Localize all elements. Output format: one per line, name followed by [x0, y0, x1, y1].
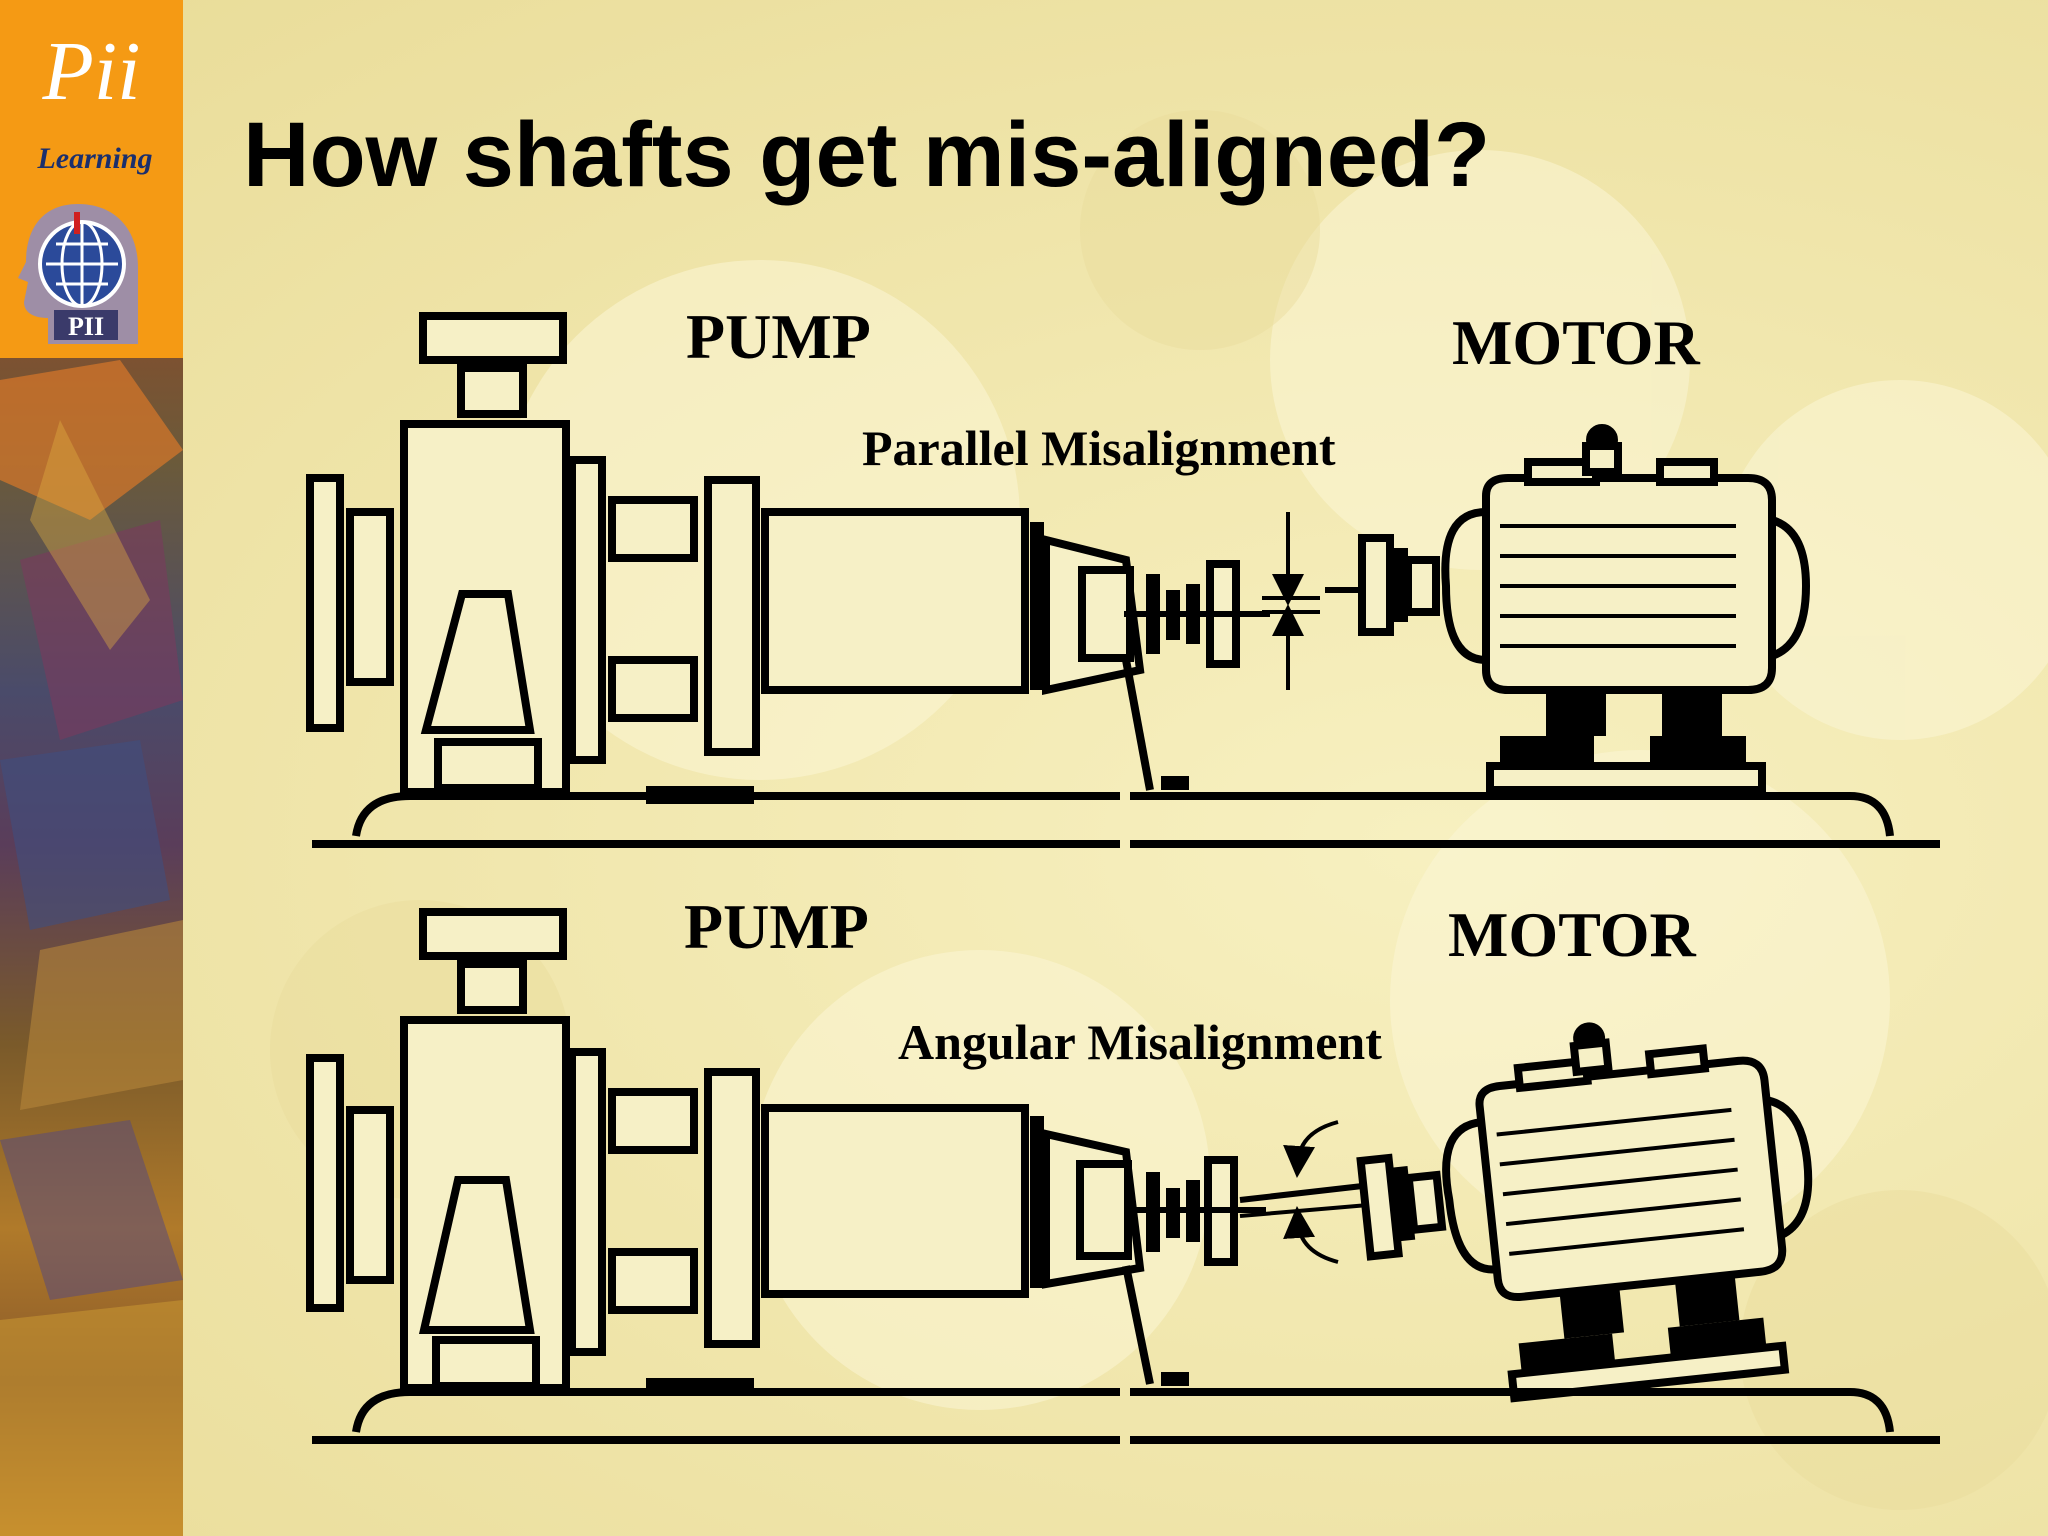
motor-top	[1358, 424, 1811, 794]
angular-indicator	[1239, 1120, 1381, 1264]
pump-top	[306, 312, 1270, 804]
angular-misalignment-label: Angular Misalignment	[898, 1014, 1382, 1070]
baseplate-top	[312, 792, 1940, 848]
pump-label-top: PUMP	[686, 301, 871, 372]
motor-bottom	[1356, 1022, 1813, 1403]
sidebar-decoration: Pii Learning PII	[0, 0, 183, 1536]
logo-panel: Pii Learning PII	[0, 0, 183, 358]
parallel-misalignment-label: Parallel Misalignment	[862, 420, 1336, 476]
pump-bottom	[306, 908, 1266, 1396]
slide-title: How shafts get mis-aligned?	[243, 104, 1491, 206]
angular-misalignment-assembly	[306, 908, 1940, 1444]
pii-emblem-logo: PII	[18, 204, 138, 344]
logo-subtitle: Learning	[37, 142, 153, 175]
sidebar-texture	[0, 360, 183, 1536]
logo-title: Pii	[42, 25, 141, 118]
baseplate-bottom	[312, 1388, 1940, 1444]
pump-label-bottom: PUMP	[684, 891, 869, 962]
emblem-text: PII	[68, 312, 104, 341]
motor-label-bottom: MOTOR	[1448, 899, 1696, 970]
parallel-misalignment-assembly	[306, 312, 1940, 848]
motor-label-top: MOTOR	[1452, 307, 1700, 378]
